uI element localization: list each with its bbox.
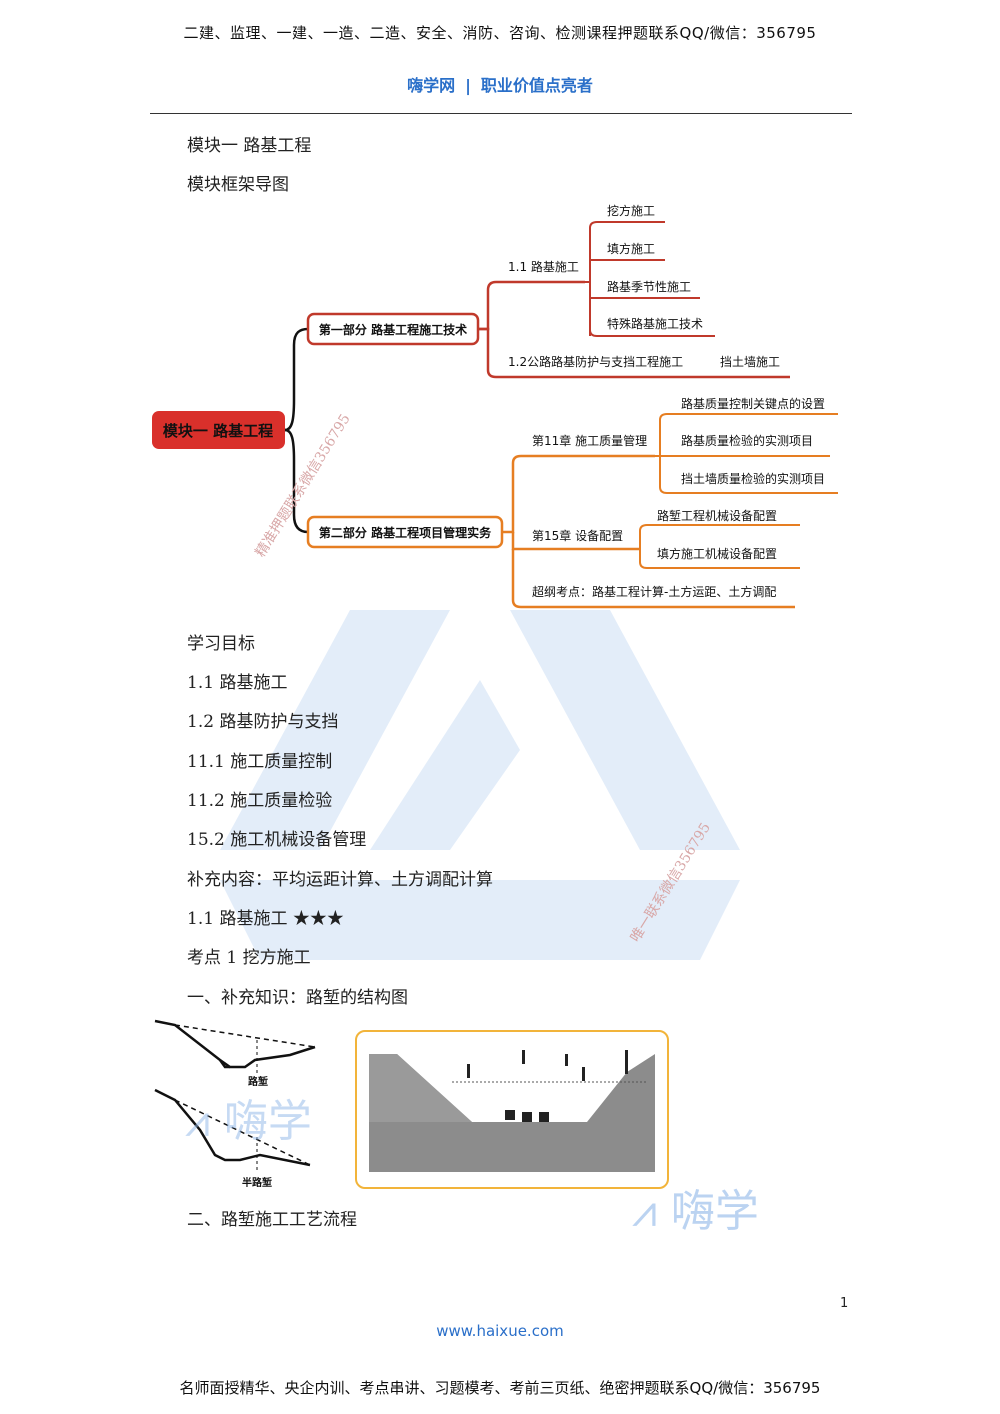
brand-slogan: 职业价值点亮者 [480,76,593,95]
mindmap-root: 模块一 路基工程 [163,422,273,440]
cutting-engineering-drawing [355,1030,669,1189]
haixue-watermark-logo [220,610,740,960]
logo-watermark-text: 嗨学 [223,1096,312,1147]
mindmap-part2: 第二部分 路基工程项目管理实务 [319,525,492,540]
label-lukan: 路堑 [248,1075,268,1088]
goal-item: 11.1 施工质量控制 [187,752,333,772]
sub-heading-1: 一、补充知识：路堑的结构图 [187,988,408,1008]
haixue-logo-watermark: ⩘ 嗨学 [632,1175,759,1239]
cutting-drawing-svg [369,1050,655,1172]
header-divider [150,113,852,114]
mindmap-p1-c2: 1.2公路路基防护与支挡工程施工 [508,354,683,369]
haixue-logo-watermark: ⩘ 嗨学 [185,1085,312,1149]
mindmap-p2-c1-item-0: 路基质量控制关键点的设置 [681,396,825,411]
module-title: 模块一 路基工程 [187,136,312,156]
mindmap-p2-c2-item-1: 填方施工机械设备配置 [657,546,777,561]
mind-map: 模块一 路基工程 第一部分 路基工程施工技术 1.1 路基施工 1.2公路路基防… [152,203,838,609]
mindmap-p1-c1-item-0: 挖方施工 [607,203,655,218]
mindmap-part1: 第一部分 路基工程施工技术 [319,322,467,337]
cutting-cross-section-sketch: 路堑 半路堑 [154,1019,316,1189]
page-number: 1 [840,1296,849,1311]
label-banlukan: 半路堑 [242,1176,272,1189]
sub-heading-2: 二、路堑施工工艺流程 [187,1210,357,1230]
mindmap-p1-c1-item-2: 路基季节性施工 [607,279,691,294]
bottom-banner: 名师面授精华、央企内训、考点串讲、习题模考、考前三页纸、绝密押题联系QQ/微信：… [179,1379,821,1397]
supplement-text: 补充内容：平均运距计算、土方调配计算 [187,870,493,890]
mindmap-p2-c2: 第15章 设备配置 [532,528,623,543]
brand-separator: | [465,76,471,95]
goal-item: 11.2 施工质量检验 [187,791,333,811]
mindmap-p1-c1-item-3: 特殊路基施工技术 [607,316,703,331]
section-heading: 1.1 路基施工 ★★★ [187,909,344,929]
brand-name[interactable]: 嗨学网 [407,76,456,95]
frame-title: 模块框架导图 [187,175,289,195]
brand-line: 嗨学网 | 职业价值点亮者 [0,72,1000,96]
top-banner: 二建、监理、一建、一造、二造、安全、消防、咨询、检测课程押题联系QQ/微信：35… [183,24,817,42]
mindmap-p2-c1-item-1: 路基质量检验的实测项目 [681,433,813,448]
mindmap-p2-c1-item-2: 挡土墙质量检验的实测项目 [681,471,825,486]
site-link[interactable]: www.haixue.com [436,1322,564,1340]
mindmap-root-box [152,411,285,449]
mindmap-p2-c3: 超纲考点：路基工程计算-土方运距、土方调配 [532,584,776,599]
mindmap-p1-c1: 1.1 路基施工 [508,259,579,274]
logo-mark-icon: ⩘ [632,1186,657,1237]
mindmap-p2-c1: 第11章 施工质量管理 [532,433,647,448]
goals-title: 学习目标 [187,634,255,654]
goal-item: 1.1 路基施工 [187,673,288,693]
logo-watermark-text: 嗨学 [670,1186,759,1237]
mindmap-p2-c2-item-0: 路堑工程机械设备配置 [657,508,777,523]
kaodian-heading: 考点 1 挖方施工 [187,948,311,968]
mindmap-p1-c2-item: 挡土墙施工 [720,355,780,369]
logo-mark-icon: ⩘ [185,1096,210,1147]
goal-item: 15.2 施工机械设备管理 [187,830,367,850]
goal-item: 1.2 路基防护与支挡 [187,712,339,732]
mindmap-p1-c1-item-1: 填方施工 [607,241,655,256]
